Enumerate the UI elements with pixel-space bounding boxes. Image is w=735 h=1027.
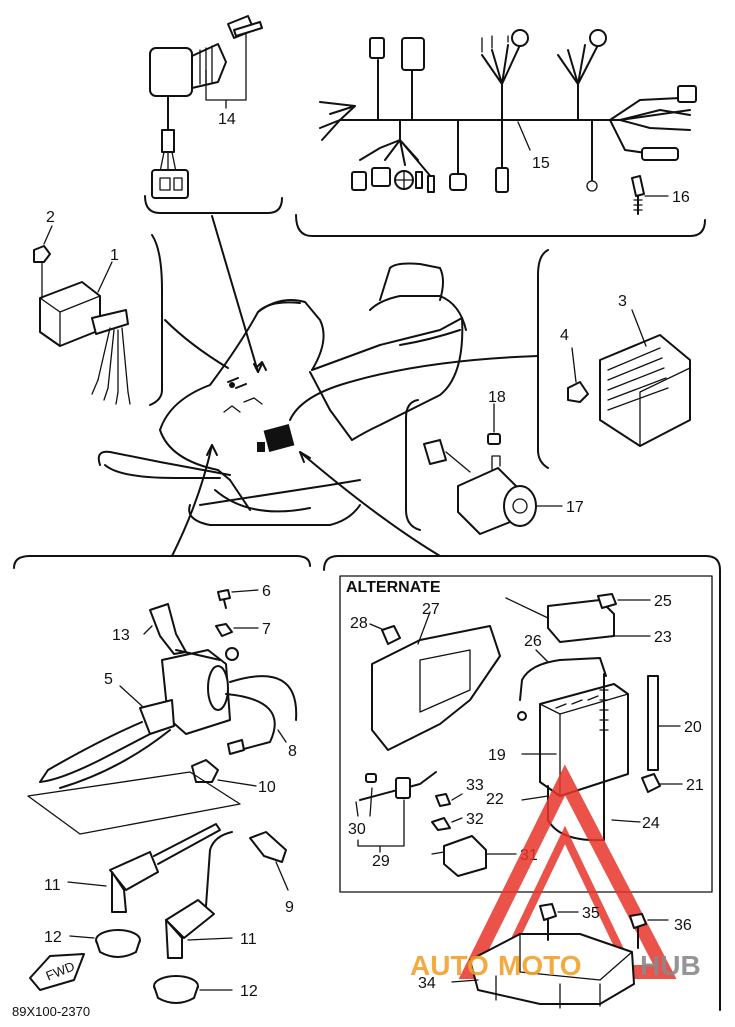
fuse-group: 30 29 33 32 31 (348, 771, 538, 877)
starter-part-17: 18 17 (423, 389, 584, 535)
callout-7: 7 (262, 621, 271, 638)
battery-group: 27 28 23 25 26 19 24 22 20 21 (350, 593, 704, 842)
callout-36: 36 (674, 917, 692, 934)
callout-20: 20 (684, 719, 702, 736)
callout-23: 23 (654, 629, 672, 646)
ignition-coil-part-5: 5 8 (39, 649, 298, 789)
alternate-title: ALTERNATE (346, 579, 441, 596)
callout-33: 33 (466, 777, 484, 794)
callout-24: 24 (642, 815, 660, 832)
pointer-lines (164, 215, 539, 557)
callout-21: 21 (686, 777, 704, 794)
main-switch-part-14: 14 (149, 15, 263, 199)
callout-19: 19 (488, 747, 506, 764)
wire-harness-part-15: 15 (319, 29, 697, 193)
callout-16: 16 (672, 189, 690, 206)
callout-27: 27 (422, 601, 440, 618)
diagram-code: 89X100-2370 (12, 1004, 90, 1019)
watermark-auto: AUTO (410, 950, 489, 981)
callout-2: 2 (46, 209, 55, 226)
callout-11b: 11 (240, 931, 257, 948)
plug-cap-group: 11 11 12 12 FWD (27, 771, 258, 1004)
watermark-moto: MOTO (498, 950, 581, 981)
callout-14: 14 (218, 111, 236, 128)
watermark-text: AUTO MOTO HUB (410, 950, 701, 981)
callout-29: 29 (372, 853, 390, 870)
frame-brackets (13, 195, 721, 1011)
rectifier-part-3: 3 4 (560, 293, 691, 447)
callout-22: 22 (486, 791, 504, 808)
callout-1: 1 (110, 247, 119, 264)
callout-26: 26 (524, 633, 542, 650)
callout-34: 34 (418, 975, 436, 992)
callout-15: 15 (532, 155, 550, 172)
callout-8: 8 (288, 743, 297, 760)
callout-5: 5 (104, 671, 113, 688)
callout-11a: 11 (44, 877, 61, 894)
callout-6: 6 (262, 583, 271, 600)
callout-12a: 12 (44, 929, 62, 946)
callout-25: 25 (654, 593, 672, 610)
callout-18: 18 (488, 389, 506, 406)
callout-10: 10 (258, 779, 276, 796)
sensor-part-16: 16 (631, 175, 690, 215)
callout-30: 30 (348, 821, 366, 838)
callout-35: 35 (582, 905, 600, 922)
callout-17: 17 (566, 499, 584, 516)
callout-3: 3 (618, 293, 627, 310)
callout-9: 9 (285, 899, 294, 916)
callout-12b: 12 (240, 983, 258, 1000)
snowmobile-outline (97, 262, 467, 526)
callout-32: 32 (466, 811, 484, 828)
callout-4: 4 (560, 327, 569, 344)
callout-28: 28 (350, 615, 368, 632)
cdi-unit-part-1: 1 2 (33, 209, 131, 405)
watermark-hub: HUB (640, 950, 701, 981)
callout-13: 13 (112, 627, 130, 644)
bracket-part-34: 34 35 36 (418, 903, 692, 1009)
coil-hardware: 6 7 13 10 9 (112, 583, 294, 916)
